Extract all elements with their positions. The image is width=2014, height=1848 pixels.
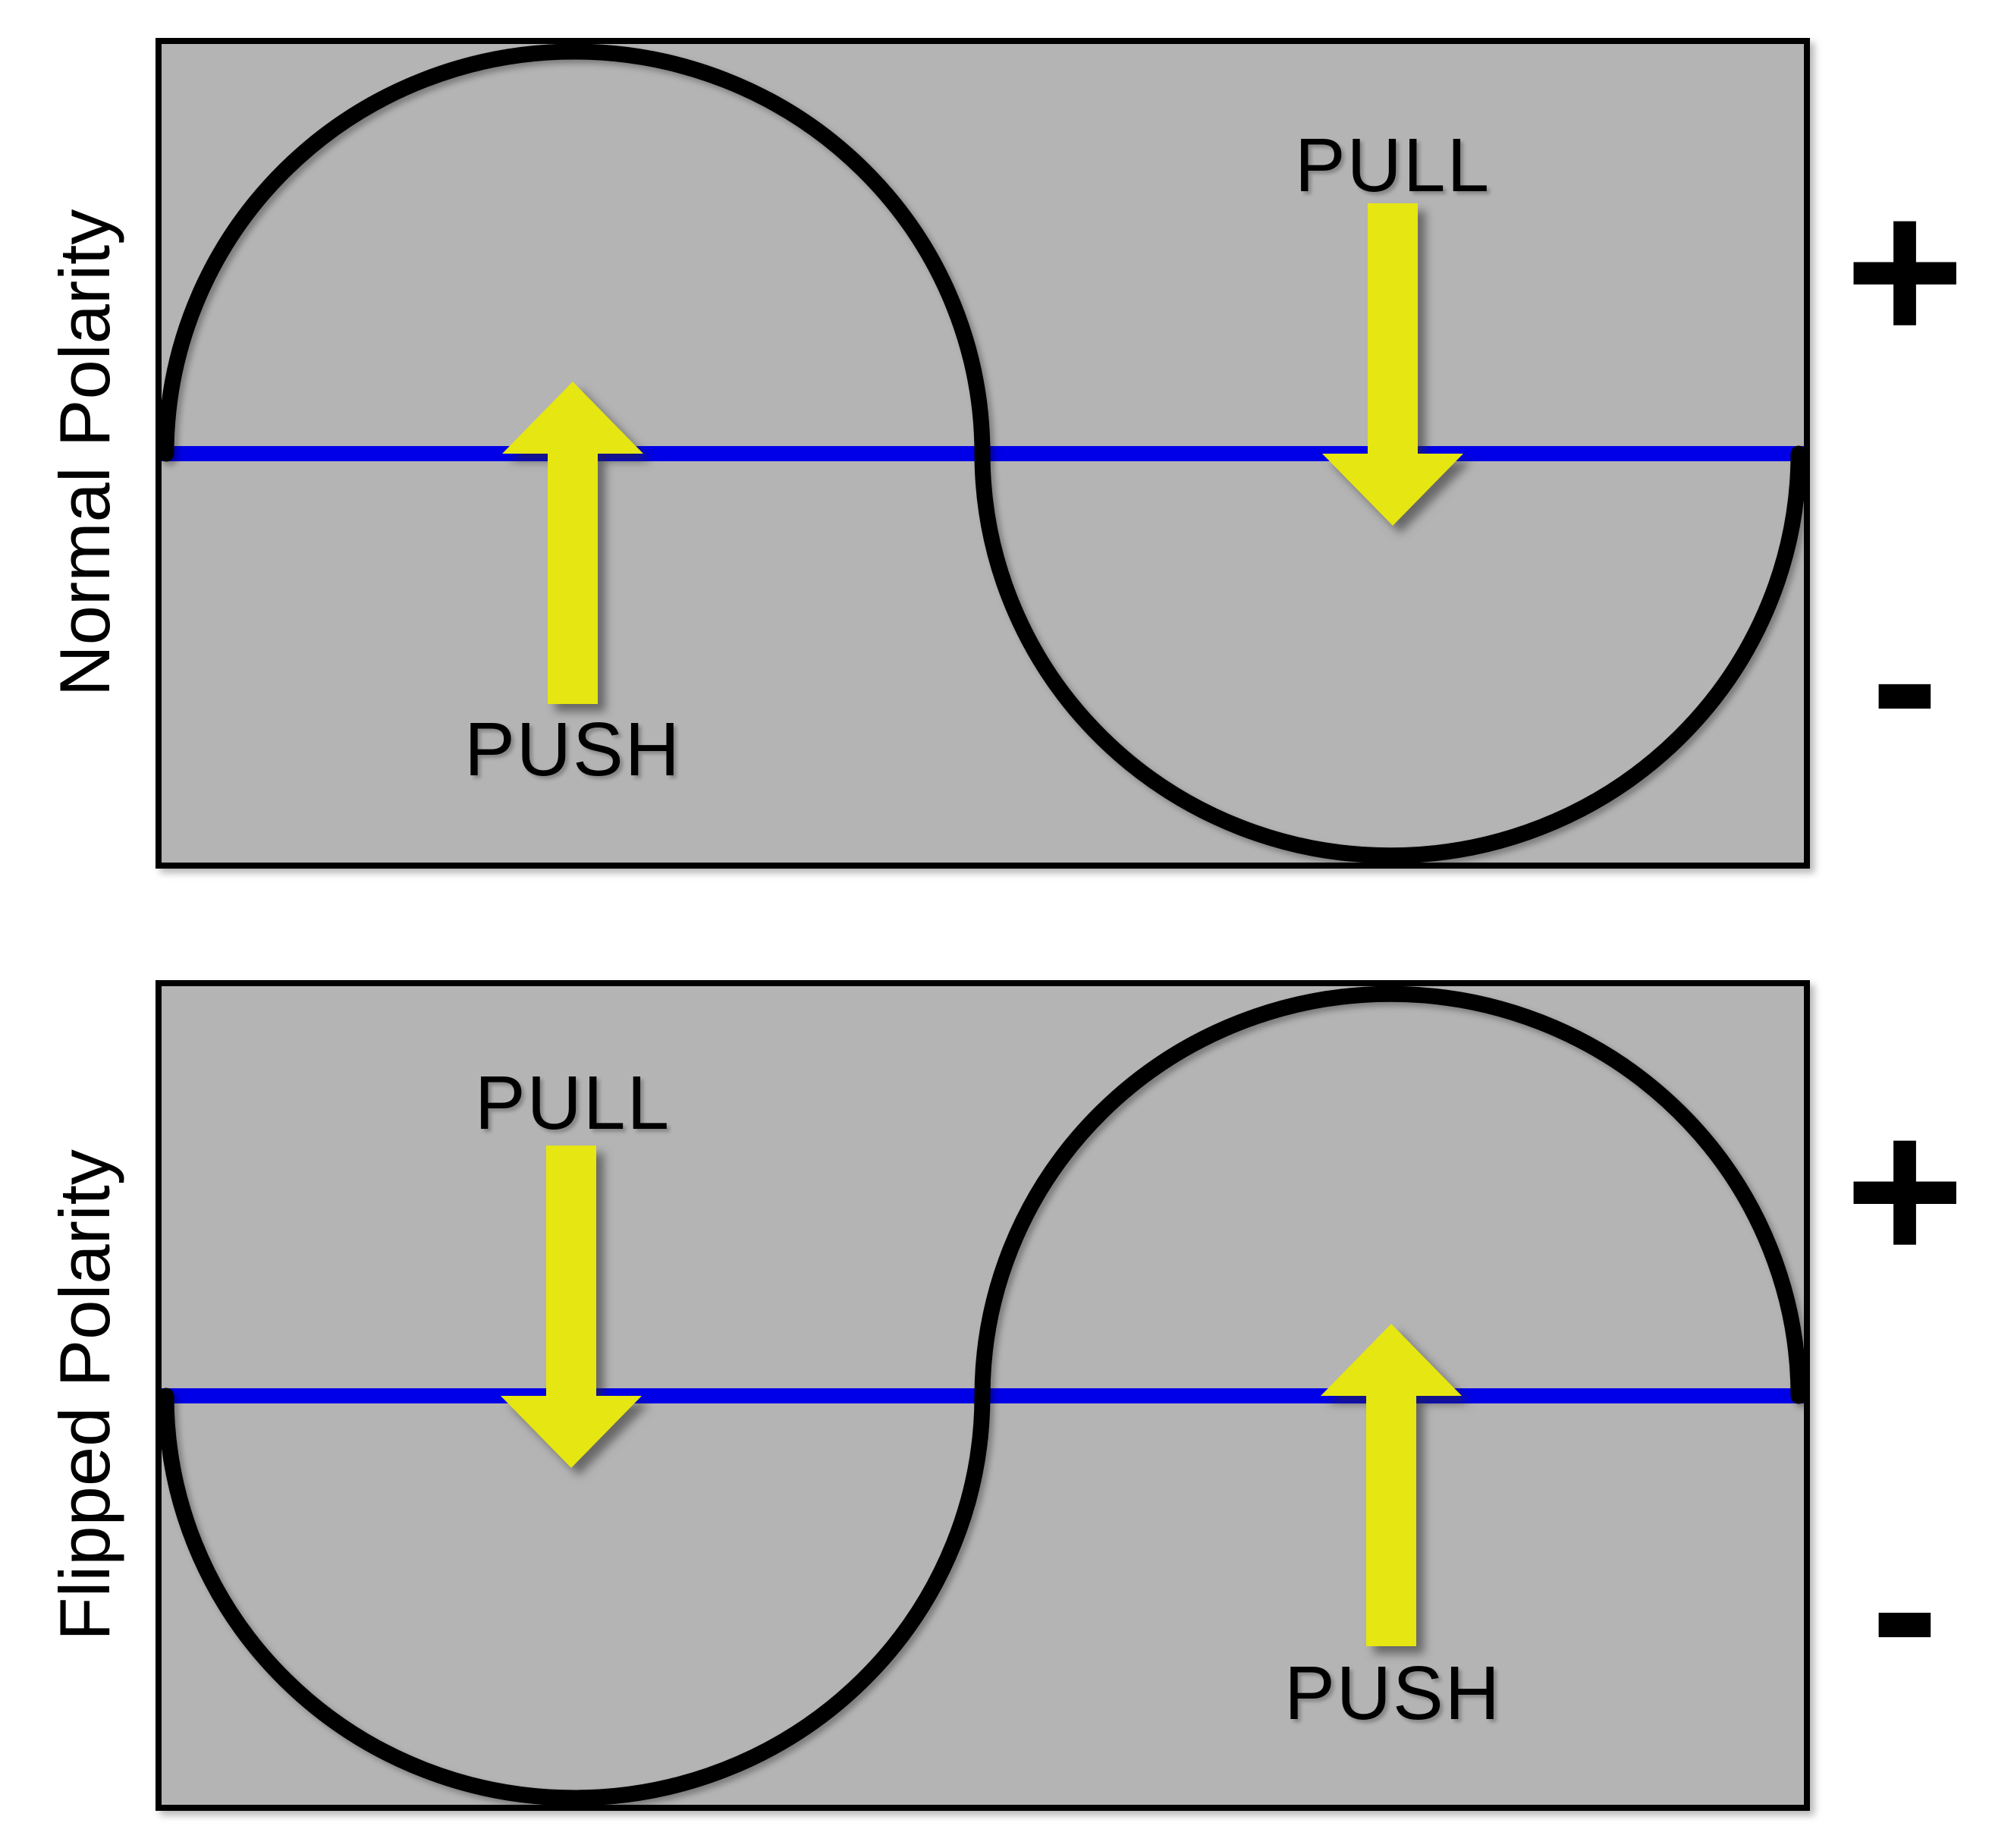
pull-label: PULL xyxy=(1294,123,1491,208)
flipped-polarity-axis-label: Flipped Polarity xyxy=(45,1149,124,1641)
push-label: PUSH xyxy=(1284,1651,1501,1736)
push-label: PUSH xyxy=(464,707,681,792)
sine-wave-flipped xyxy=(162,986,1804,1805)
push-up-arrow xyxy=(502,382,643,704)
pull-down-arrow xyxy=(501,1146,642,1468)
push-up-arrow xyxy=(1321,1324,1462,1646)
plus-sign: + xyxy=(1845,1076,1965,1305)
panel-normal-polarity xyxy=(156,38,1810,869)
flipped-polarity-plot xyxy=(162,986,1804,1805)
normal-polarity-axis-label: Normal Polarity xyxy=(45,209,124,697)
plus-sign: + xyxy=(1845,157,1965,385)
pull-label: PULL xyxy=(474,1061,671,1146)
normal-polarity-plot xyxy=(162,44,1804,863)
minus-sign: - xyxy=(1871,1494,1939,1722)
minus-sign: - xyxy=(1871,565,1939,794)
panel-flipped-polarity xyxy=(156,980,1810,1811)
sine-wave-normal xyxy=(162,44,1804,863)
pull-down-arrow xyxy=(1322,203,1463,526)
